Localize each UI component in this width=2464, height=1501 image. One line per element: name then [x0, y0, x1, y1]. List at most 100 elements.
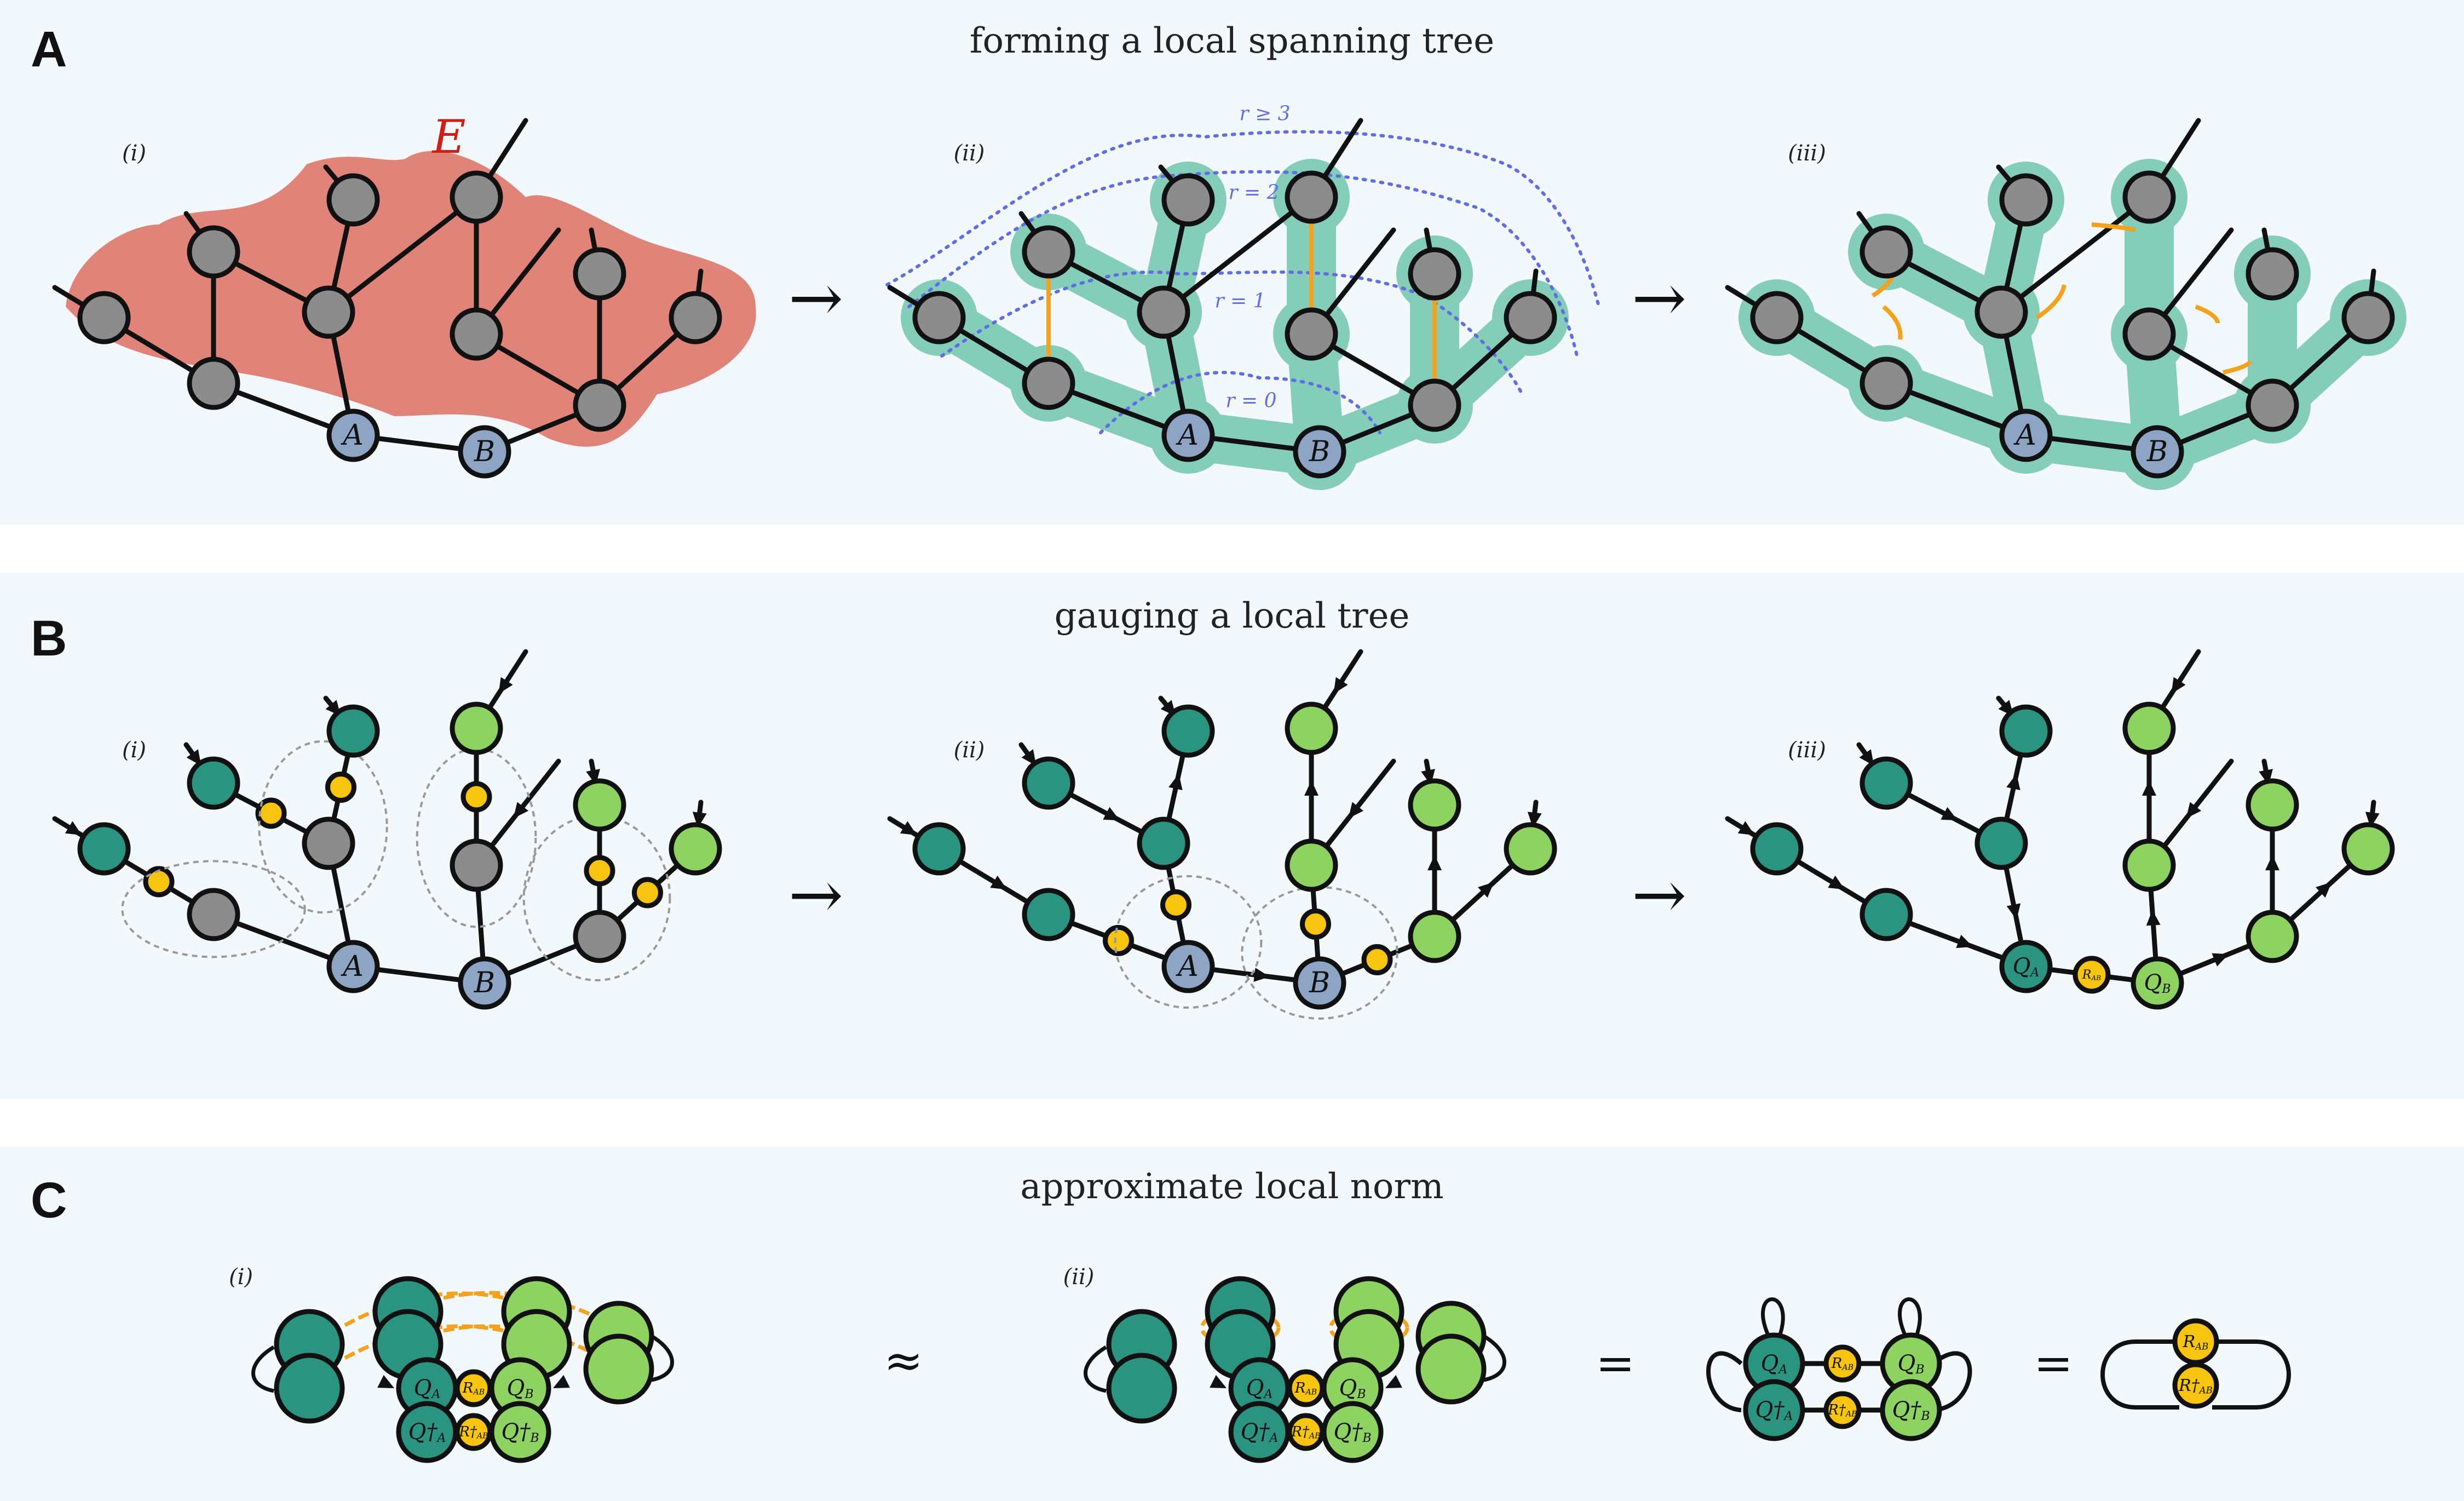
c-i-arrow-a	[377, 1375, 394, 1388]
node-ii-n6	[1285, 170, 1338, 224]
stub-b-i-n6-head	[498, 677, 513, 694]
r-label-b: RAB	[2082, 968, 2101, 982]
node-b-iii-A	[1999, 940, 2053, 993]
stub-b-iii-n6-head	[2171, 677, 2186, 694]
approx-sign: ≈	[884, 1333, 923, 1388]
node-ii-n7	[1285, 307, 1338, 361]
gauge-node-i-3	[460, 781, 492, 813]
c-ii-loop-1	[1328, 1309, 1409, 1347]
c-ii-core-label-2: QB	[1339, 1376, 1366, 1401]
node-label-b-i-A: A	[341, 950, 364, 983]
node-b-i-n8	[573, 778, 626, 832]
node-label-i-A: A	[341, 419, 364, 452]
node-label-iii-A: A	[2013, 419, 2036, 452]
sublabel-1-2: (iii)	[1788, 738, 1826, 763]
node-i-n3	[187, 356, 240, 410]
gauge-node-ii-3	[1361, 944, 1393, 975]
gauge-region-1	[258, 740, 388, 914]
c-i-core-label-1: Q†A	[408, 1419, 446, 1445]
sublabel-0-0: (i)	[122, 141, 146, 166]
edge-iii-n4-n6	[1999, 194, 2152, 315]
node-ii-n9	[1504, 291, 1557, 344]
gauge-region-2	[416, 747, 537, 928]
step-arrow-0-0: →	[788, 261, 844, 337]
tree-edge-b-iii-n7-n6-head	[2142, 780, 2156, 796]
panel-b-title: gauging a local tree	[1054, 596, 1410, 636]
simplified-r-node-0	[1823, 1344, 1862, 1383]
simplified-label-2: QB	[1898, 1351, 1925, 1377]
c-i-outer-node-1	[274, 1353, 345, 1424]
cut-loop-5	[2223, 360, 2253, 375]
c-i-core-label-2: QB	[507, 1376, 534, 1401]
simplified-label-1: Q†A	[1755, 1398, 1793, 1423]
node-iii-n4	[1974, 285, 2028, 339]
c-i-r-node-0	[454, 1369, 493, 1407]
c-i-r-label-0: RAB	[462, 1380, 485, 1396]
cut-loop-1	[1882, 304, 1903, 340]
node-b-ii-n7	[1285, 838, 1338, 892]
gauge-node-ii-2	[1300, 908, 1331, 940]
node-b-ii-n8	[1408, 778, 1461, 832]
stub-b-iii-n1-head	[1737, 821, 1755, 836]
tree-edge-b-ii-n4-n5-head	[1168, 773, 1183, 791]
node-b-i-n4	[302, 816, 355, 870]
c-i-core-label-0: QA	[414, 1376, 441, 1401]
equals-sign-1: =	[2034, 1336, 2073, 1391]
simplified-r-node-1	[1823, 1391, 1862, 1429]
node-b-ii-n3	[1022, 888, 1075, 941]
node-ii-n1	[912, 291, 966, 344]
panel-c-title: approximate local norm	[1020, 1166, 1444, 1207]
tree-edge-b-iii-n3-A-head	[1956, 934, 1973, 948]
tree-edge-b-iii-B-n10-head	[2212, 953, 2229, 967]
tree-edge-b-ii-n7-n6-head	[1304, 780, 1319, 796]
radius-contour-2	[940, 270, 1524, 396]
cut-loop-3	[2035, 284, 2066, 320]
c-ii-loop-0	[1200, 1309, 1281, 1347]
environment-region	[66, 151, 756, 447]
r-node-b	[2072, 956, 2111, 994]
tree-edge-b-ii-n1-n3-head	[990, 875, 1007, 890]
node-b-i-B	[458, 956, 511, 1010]
c-ii-arrow-b	[1385, 1375, 1402, 1388]
node-b-iii-n10	[2246, 910, 2299, 963]
node-b-ii-n10	[1408, 910, 1461, 963]
tree-edge-b-iii-n10-n8-head	[2265, 855, 2279, 871]
simplified-label-3: Q†B	[1892, 1398, 1930, 1423]
gauge-node-i-5	[632, 877, 663, 908]
equals-sign-0: =	[1596, 1336, 1635, 1391]
sublabel-0-2: (iii)	[1788, 141, 1826, 166]
gauge-node-ii-1	[1103, 925, 1134, 956]
radius-label-0: r ≥ 3	[1239, 103, 1290, 125]
node-iii-B	[2131, 425, 2184, 479]
stub-b-iii-n7-head	[2186, 802, 2202, 819]
node-b-i-n7	[450, 838, 503, 892]
sublabel-1-1: (ii)	[954, 738, 985, 763]
panel-a-label: A	[31, 21, 67, 77]
simplified-r-label-1: R†AB	[1827, 1402, 1857, 1418]
tree-edge-b-ii-n10-n9-head	[1478, 882, 1494, 898]
c-i-r-node-1	[454, 1413, 493, 1451]
node-b-i-A	[326, 940, 380, 993]
node-b-i-n9	[669, 822, 722, 876]
final-left-loop	[2100, 1339, 2179, 1410]
node-iii-n6	[2122, 170, 2176, 224]
node-label-i-B: B	[474, 435, 495, 468]
simplified-top-loop-1	[1898, 1297, 1922, 1337]
c-i-outer-node-7	[583, 1333, 654, 1405]
c-ii-r-label-0: RAB	[1294, 1380, 1317, 1396]
stub-b-ii-n6-head	[1333, 677, 1348, 694]
node-iii-A	[1999, 409, 2053, 462]
node-b-iii-n9	[2341, 822, 2395, 876]
radius-contour-3	[1099, 371, 1381, 434]
node-label-iii-B: B	[2146, 435, 2168, 468]
environment-label: E	[431, 110, 465, 164]
stub-b-iii-n9-head	[2365, 812, 2380, 828]
node-label-b-i-B: B	[474, 967, 495, 999]
stub-b-iii-n2-head	[1859, 749, 1874, 766]
sublabel-c-1: (ii)	[1063, 1264, 1095, 1290]
node-i-n4	[302, 285, 355, 339]
sublabel-1-0: (i)	[122, 738, 146, 763]
cut-loop-4	[2195, 304, 2220, 324]
node-b-i-n2	[187, 756, 240, 810]
